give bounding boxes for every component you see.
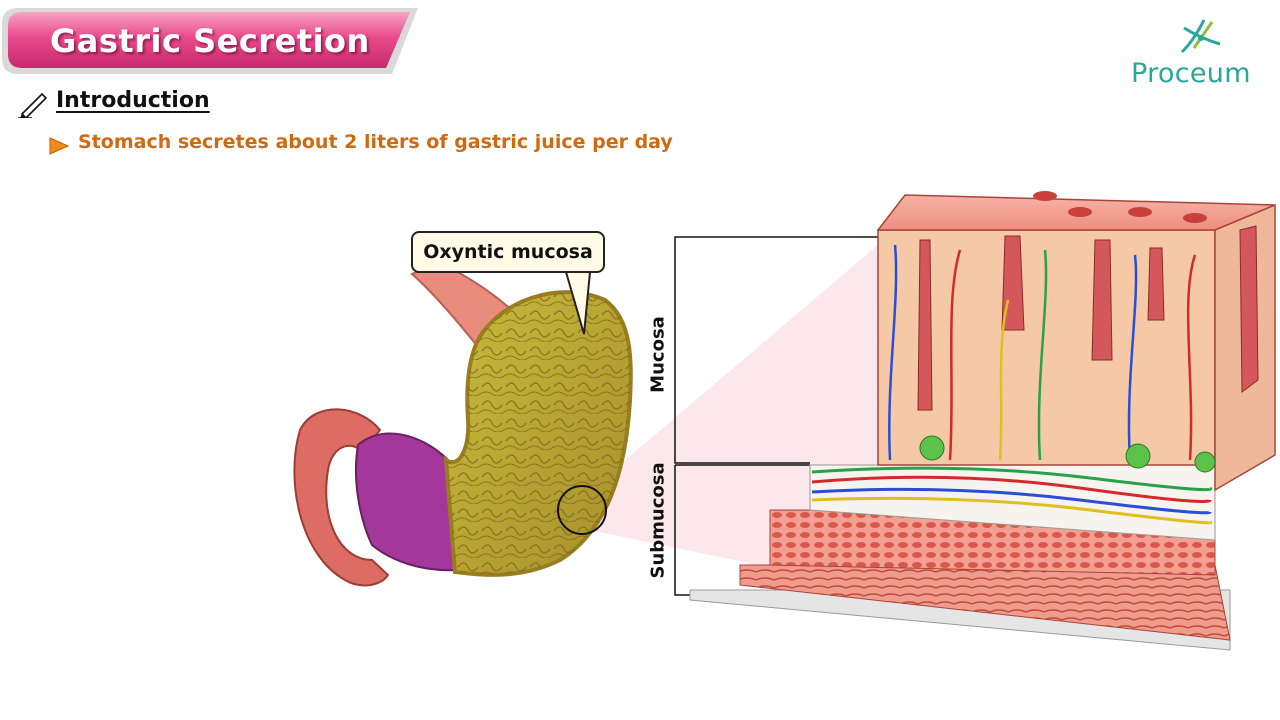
submucosa-label: Submucosa [647,462,669,579]
oxyntic-mucosa-callout: Oxyntic mucosa [411,231,605,273]
gastric-glands [917,225,1259,411]
duodenum [293,408,390,587]
magnifier-circle [557,485,607,535]
gastric-pits [1033,191,1207,223]
pyloric-antrum [355,432,460,572]
logo-text: Proceum [1131,58,1251,89]
layer-brackets [674,236,878,596]
blood-vessels [811,466,1213,525]
bullet-text: Stomach secretes about 2 liters of gastr… [78,131,673,153]
zoom-projection [590,245,878,590]
proceum-logo-icon [1180,19,1221,54]
callout-label: Oxyntic mucosa [423,241,593,263]
section-heading: Introduction [56,88,210,113]
mucosa-label: Mucosa [647,316,669,393]
page-title: Gastric Secretion [50,22,370,60]
bullet-arrow-icon [49,137,70,155]
mucosal-capillaries [888,244,1197,461]
title-banner: Gastric Secretion [0,4,420,76]
title-banner-shape [2,8,418,74]
lymph-nodules [919,435,1216,473]
pencil-icon [18,92,48,118]
